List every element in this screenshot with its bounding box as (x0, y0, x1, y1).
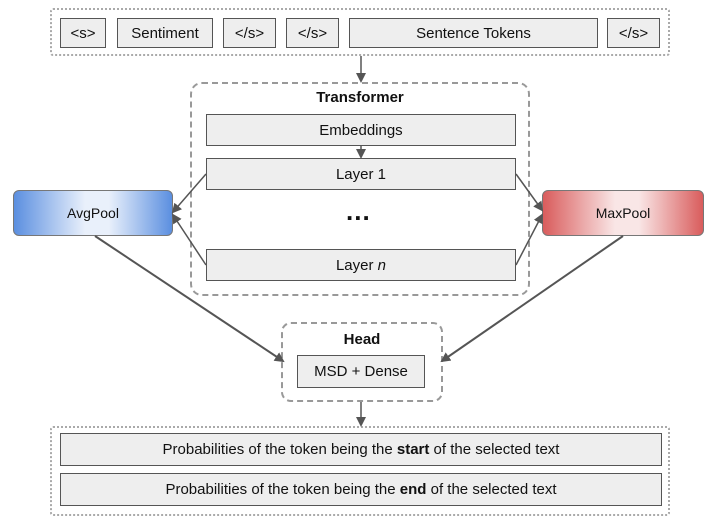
output-start-text-before: Probabilities of the token being the (162, 441, 397, 458)
output-end-text-before: Probabilities of the token being the (165, 481, 400, 498)
arrow-maxpool-to-head (440, 235, 624, 363)
arrow-avgpool-to-head (94, 235, 285, 363)
layer-n-block: Layer n (206, 249, 516, 281)
embeddings-block: Embeddings (206, 114, 516, 146)
token-eos-1: </s> (223, 18, 276, 48)
arrow-layer1-to-maxpool (515, 173, 544, 212)
msd-dense-block: MSD + Dense (297, 355, 425, 388)
token-bos: <s> (60, 18, 106, 48)
arrow-layern-to-maxpool (515, 213, 543, 266)
token-eos-2: </s> (286, 18, 339, 48)
transformer-title: Transformer (316, 89, 404, 106)
output-end-text-after: of the selected text (426, 481, 557, 498)
arrow-layern-to-avgpool (171, 213, 207, 266)
arrow-layer1-to-avgpool (171, 173, 207, 214)
output-end-probabilities: Probabilities of the token being the end… (60, 473, 662, 506)
head-title: Head (343, 331, 381, 348)
output-end-keyword: end (399, 481, 427, 498)
outputs-container (50, 426, 670, 516)
output-start-text-after: of the selected text (429, 441, 560, 458)
output-start-keyword: start (396, 441, 430, 458)
maxpool-block: MaxPool (542, 190, 704, 236)
transformer-container (190, 82, 530, 296)
layers-ellipsis: ... (346, 196, 371, 226)
avgpool-block: AvgPool (13, 190, 173, 236)
layer-n-variable: n (377, 256, 387, 274)
layer-n-label: Layer (335, 256, 378, 274)
token-sentence-tokens: Sentence Tokens (349, 18, 598, 48)
token-sentiment: Sentiment (117, 18, 213, 48)
output-start-probabilities: Probabilities of the token being the sta… (60, 433, 662, 466)
token-eos-3: </s> (607, 18, 660, 48)
input-tokens-container (50, 8, 670, 56)
